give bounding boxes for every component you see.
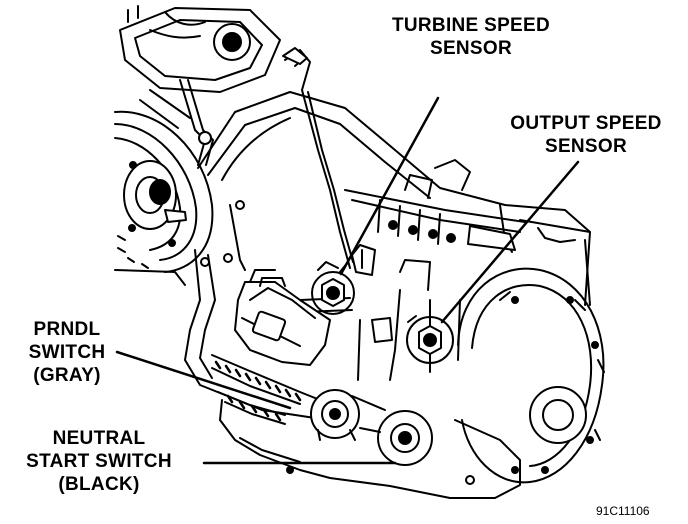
- flywheel-housing: [114, 110, 214, 286]
- prndl-switch-label: PRNDL SWITCH (GRAY): [4, 318, 130, 387]
- label-line: OUTPUT SPEED: [510, 113, 662, 134]
- label-line: SENSOR: [429, 38, 513, 59]
- prndl-switch: [234, 269, 331, 366]
- label-line: PRNDL: [33, 319, 101, 340]
- label-line: START SWITCH: [26, 451, 172, 472]
- oil-pan: [211, 354, 321, 425]
- label-line: SENSOR: [544, 136, 628, 157]
- label-line: (BLACK): [58, 474, 140, 495]
- label-line: TURBINE SPEED: [391, 15, 551, 36]
- turbine-leader-line: [339, 96, 440, 276]
- transmission-case: [184, 47, 591, 499]
- neutral-start-switch-assembly: [310, 389, 433, 466]
- neutral-start-switch-label: NEUTRAL START SWITCH (BLACK): [4, 427, 194, 496]
- leader-lines: [115, 96, 580, 465]
- engine-mount-assembly: [119, 5, 281, 166]
- figure-reference-number: 91C11106: [596, 504, 650, 518]
- output-speed-sensor: [406, 315, 454, 364]
- label-line: SWITCH: [28, 342, 106, 363]
- turbine-speed-sensor-label: TURBINE SPEED SENSOR: [378, 14, 564, 60]
- prndl-leader-line: [115, 350, 292, 410]
- output-speed-sensor-label: OUTPUT SPEED SENSOR: [494, 112, 678, 158]
- differential-cover: [457, 239, 605, 484]
- output-leader-line: [440, 160, 580, 324]
- turbine-speed-sensor: [311, 261, 355, 315]
- label-line: NEUTRAL: [52, 428, 146, 449]
- label-line: (GRAY): [33, 365, 101, 386]
